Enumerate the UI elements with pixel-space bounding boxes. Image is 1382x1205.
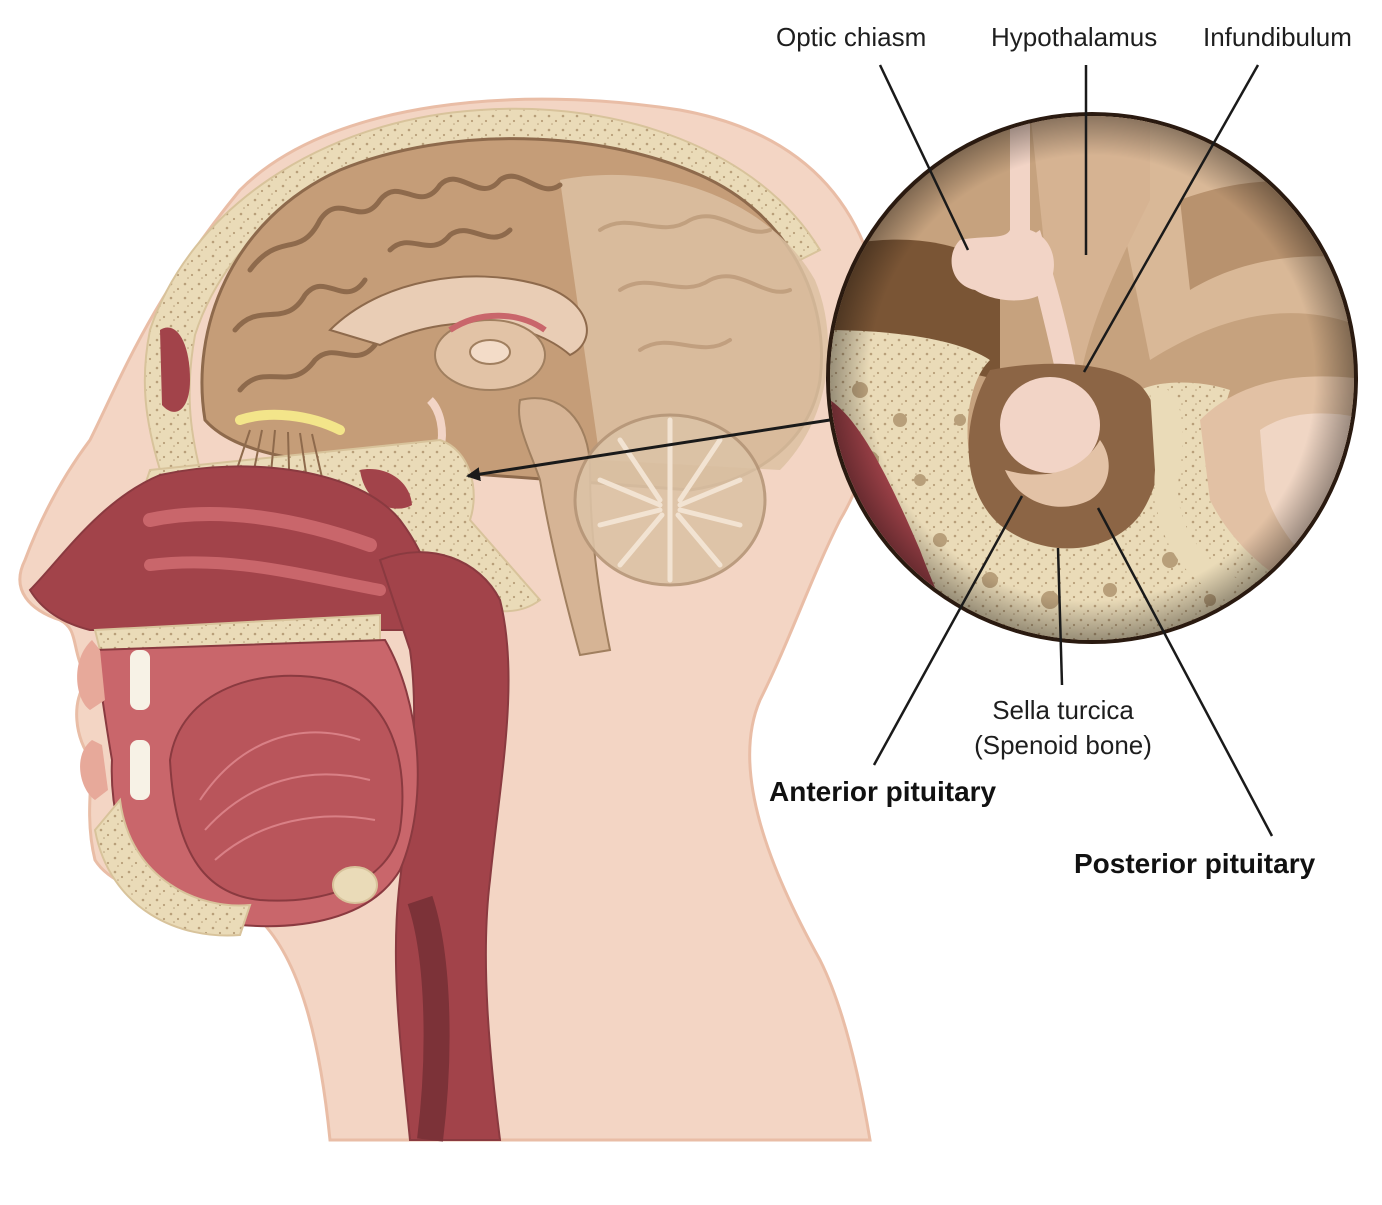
cerebrum-posterior xyxy=(560,174,829,470)
zoom-arrow xyxy=(466,418,831,482)
tongue xyxy=(168,674,404,902)
label-sella-turcica: Sella turcica xyxy=(992,695,1134,725)
nasal-cavity xyxy=(28,465,435,631)
leader-lines xyxy=(872,64,1274,837)
label-optic-chiasm: Optic chiasm xyxy=(776,22,927,52)
leader-optic-chiasm xyxy=(878,64,970,251)
leader-sella-turcica xyxy=(1056,547,1064,686)
label-infundibulum: Infundibulum xyxy=(1203,22,1352,52)
label-anterior-pituitary: Anterior pituitary xyxy=(769,776,997,807)
leader-posterior-pituitary xyxy=(1096,507,1274,837)
label-hypothalamus: Hypothalamus xyxy=(991,22,1158,52)
leader-anterior-pituitary xyxy=(872,495,1024,766)
cerebellum xyxy=(573,413,767,587)
leader-infundibulum xyxy=(1082,64,1260,373)
label-posterior-pituitary: Posterior pituitary xyxy=(1074,848,1316,879)
brain-gyri xyxy=(232,173,563,393)
zoom-inset xyxy=(826,112,1358,644)
label-spenoid-bone: (Spenoid bone) xyxy=(974,730,1152,760)
